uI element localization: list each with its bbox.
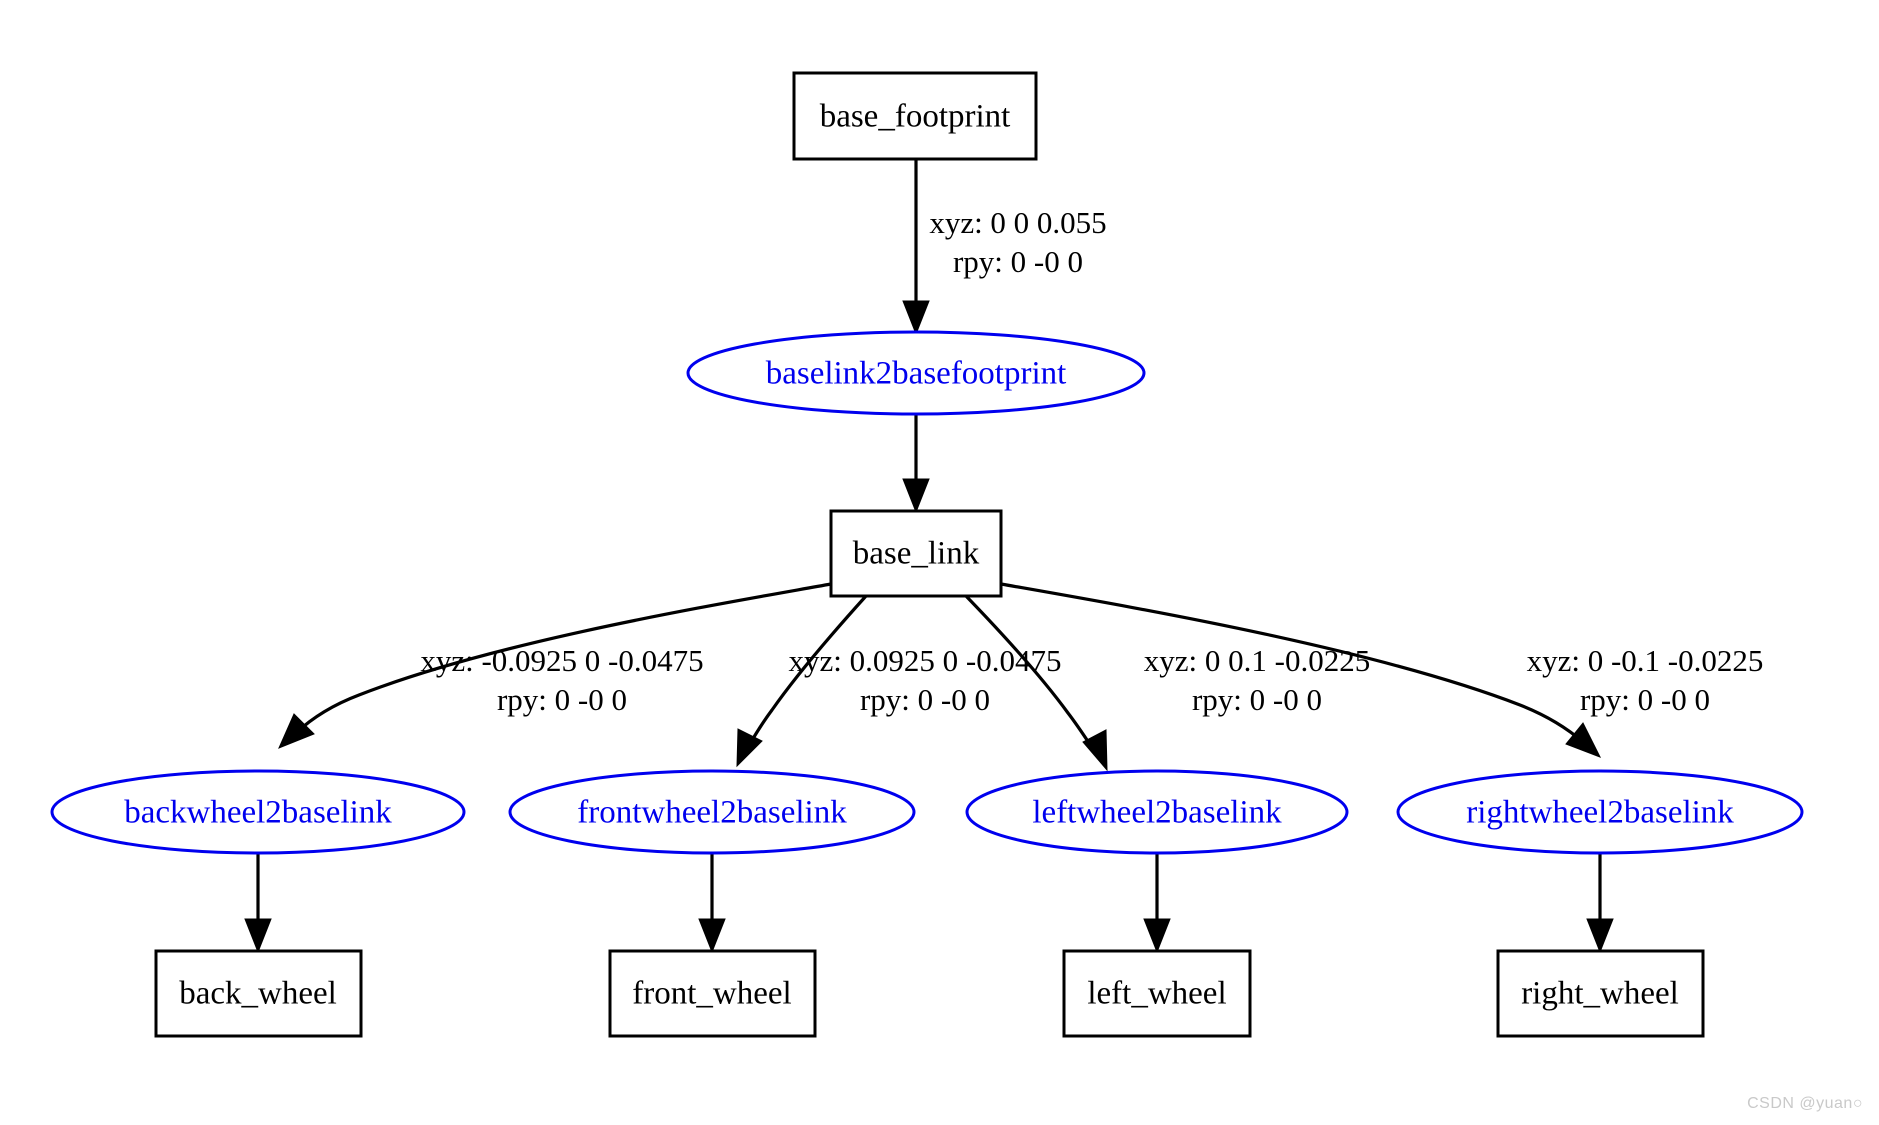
joint-node-shape[interactable] (686, 330, 1146, 416)
link-node-shape[interactable] (1062, 949, 1252, 1038)
joint-node-label: frontwheel2baselink (577, 795, 847, 831)
link-nodes-layer: base_footprint base_link back_wheel fron… (154, 71, 1705, 1038)
edge-baselink-to-rightwheel2baselink (1000, 582, 1602, 758)
edge-label-xyz: xyz: 0 -0.1 -0.0225 (1527, 643, 1764, 678)
edge-rightwheel2baselink-to-rightwheel (1586, 853, 1614, 954)
link-node-back-wheel[interactable]: back_wheel (154, 949, 363, 1038)
link-node-label: right_wheel (1521, 976, 1679, 1012)
link-node-label: left_wheel (1087, 976, 1226, 1012)
joint-node-shape[interactable] (965, 769, 1349, 855)
edge-label-rpy: rpy: 0 -0 0 (953, 244, 1083, 279)
edge-labels-layer: xyz: 0 0 0.055 rpy: 0 -0 0 xyz: -0.0925 … (420, 205, 1763, 717)
csdn-watermark: CSDN @yuan○ (1747, 1095, 1863, 1112)
joint-node-frontwheel2baselink[interactable]: frontwheel2baselink (508, 769, 916, 855)
edge-path (1000, 582, 1585, 744)
arrowhead-icon (736, 728, 763, 768)
link-node-shape[interactable] (154, 949, 363, 1038)
joint-node-label: baselink2basefootprint (766, 356, 1067, 392)
edges-layer (244, 160, 1614, 954)
link-node-front-wheel[interactable]: front_wheel (608, 949, 817, 1038)
edge-frontwheel2baselink-to-frontwheel (698, 853, 726, 954)
edge-path (294, 582, 832, 735)
link-node-shape[interactable] (829, 509, 1003, 598)
joint-node-baselink2basefootprint[interactable]: baselink2basefootprint (686, 330, 1146, 416)
arrowhead-icon (1565, 722, 1602, 758)
edge-label-xyz: xyz: -0.0925 0 -0.0475 (420, 643, 703, 678)
link-node-label: front_wheel (632, 976, 791, 1012)
arrowhead-icon (1143, 918, 1171, 954)
joint-node-label: leftwheel2baselink (1032, 795, 1282, 831)
edge-label-rpy: rpy: 0 -0 0 (860, 682, 990, 717)
edge-basefootprint-to-baselink2basefootprint (902, 160, 930, 336)
link-node-shape[interactable] (1496, 949, 1705, 1038)
edge-leftwheel2baselink-to-leftwheel (1143, 853, 1171, 954)
edge-label-xyz: xyz: 0 0 0.055 (929, 205, 1106, 240)
joint-node-shape[interactable] (50, 769, 466, 855)
edge-path (964, 594, 1097, 753)
arrowhead-icon (278, 713, 315, 749)
edge-label-rpy: rpy: 0 -0 0 (1580, 682, 1710, 717)
joint-node-shape[interactable] (508, 769, 916, 855)
link-node-label: base_footprint (820, 99, 1011, 135)
arrowhead-icon (902, 478, 930, 514)
link-node-shape[interactable] (608, 949, 817, 1038)
edge-label-xyz: xyz: 0 0.1 -0.0225 (1144, 643, 1370, 678)
edge-label-rpy: rpy: 0 -0 0 (497, 682, 627, 717)
link-node-base-footprint[interactable]: base_footprint (792, 71, 1038, 161)
joint-nodes-layer: baselink2basefootprint backwheel2baselin… (50, 330, 1804, 855)
link-node-left-wheel[interactable]: left_wheel (1062, 949, 1252, 1038)
link-node-shape[interactable] (792, 71, 1038, 161)
edge-baselink2basefootprint-to-baselink (902, 414, 930, 514)
arrowhead-icon (244, 918, 272, 954)
arrowhead-icon (902, 300, 930, 336)
edge-baselink-to-backwheel2baselink (278, 582, 832, 749)
joint-node-shape[interactable] (1396, 769, 1804, 855)
joint-node-leftwheel2baselink[interactable]: leftwheel2baselink (965, 769, 1349, 855)
joint-node-label: backwheel2baselink (124, 795, 392, 831)
link-node-right-wheel[interactable]: right_wheel (1496, 949, 1705, 1038)
joint-node-rightwheel2baselink[interactable]: rightwheel2baselink (1396, 769, 1804, 855)
edge-baselink-to-frontwheel2baselink (736, 594, 868, 768)
edge-backwheel2baselink-to-backwheel (244, 853, 272, 954)
joint-node-backwheel2baselink[interactable]: backwheel2baselink (50, 769, 466, 855)
link-node-label: back_wheel (179, 976, 337, 1012)
arrowhead-icon (1586, 918, 1614, 954)
edge-label-rpy: rpy: 0 -0 0 (1192, 682, 1322, 717)
link-node-label: base_link (853, 536, 980, 572)
arrowhead-icon (1082, 729, 1108, 772)
link-node-base-link[interactable]: base_link (829, 509, 1003, 598)
edge-label-xyz: xyz: 0.0925 0 -0.0475 (789, 643, 1062, 678)
arrowhead-icon (698, 918, 726, 954)
joint-node-label: rightwheel2baselink (1466, 795, 1734, 831)
edge-baselink-to-leftwheel2baselink (964, 594, 1108, 772)
edge-path (746, 594, 868, 748)
